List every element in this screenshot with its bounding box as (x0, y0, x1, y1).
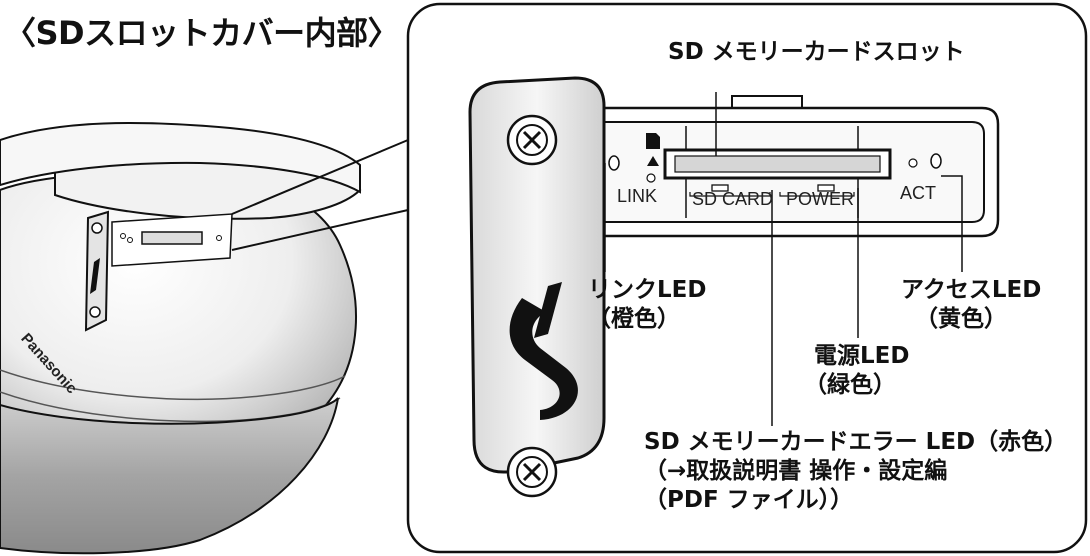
callout-power-led-color: （緑色） (804, 372, 896, 398)
sd-slot-cover (468, 76, 606, 498)
link-led (608, 155, 620, 171)
page-title: 〈SDスロットカバー内部〉 (4, 14, 400, 52)
access-led (930, 153, 942, 169)
link-led-indicator (646, 173, 656, 183)
zoom-line-top (231, 139, 409, 215)
slot-housing (586, 95, 1000, 238)
callout-error-led-line3: （PDF ファイル）） (644, 487, 854, 513)
insert-arrow-icon (647, 156, 659, 166)
callout-access-led-color: （黄色） (915, 306, 1007, 332)
callout-link-led-color: （橙色） (588, 306, 680, 332)
cover-logo-mark (509, 298, 578, 420)
callout-access-led-name: アクセスLED (901, 277, 1042, 303)
sd-error-led (711, 184, 729, 192)
sd-card-label: SD CARD (692, 189, 774, 209)
callout-error-led-line1: SD メモリーカードエラー LED（赤色） (644, 429, 1068, 455)
dome-camera (0, 122, 362, 555)
leader-access (941, 175, 963, 272)
zoom-line-bottom (231, 209, 409, 251)
callout-error-led-line2: （→取扱説明書 操作・設定編 (644, 458, 948, 484)
act-label: ACT (900, 183, 936, 203)
callout-link-led-name: リンクLED (588, 277, 707, 303)
callout-power-led-name: 電源LED (814, 343, 910, 369)
sd-card-icon (646, 133, 660, 149)
callout-sd-slot: SD メモリーカードスロット (668, 39, 965, 65)
act-led-indicator (908, 158, 918, 168)
power-led (817, 184, 835, 192)
link-label: LINK (617, 186, 658, 206)
power-label: POWER (786, 189, 855, 209)
camera-lens-dome (0, 397, 339, 555)
